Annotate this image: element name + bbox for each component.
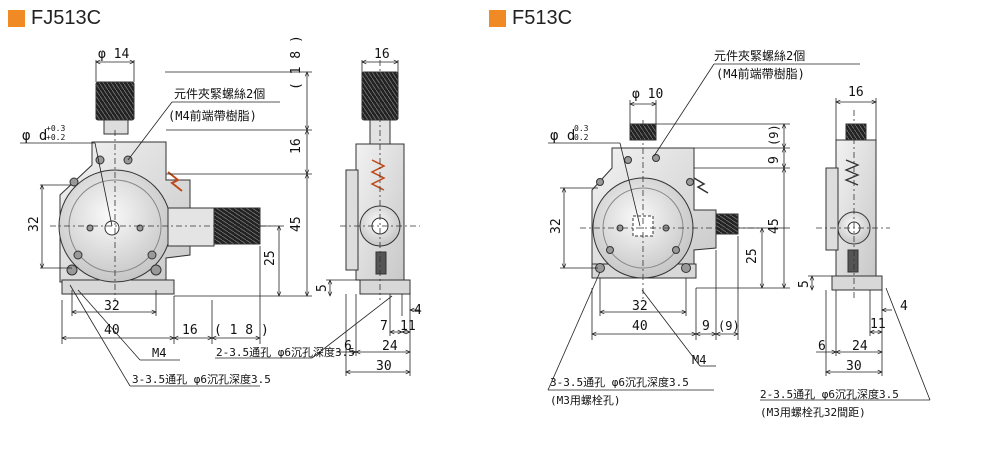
dim-32-v: 32: [27, 216, 42, 232]
dim-32-h: 32: [104, 299, 120, 314]
dim-5: 5: [797, 280, 812, 288]
dim-24: 24: [852, 339, 868, 354]
dim-45: 45: [289, 216, 304, 232]
dim-5: 5: [315, 284, 330, 292]
dim-16-top: 16: [848, 85, 864, 100]
dim-9: 9: [767, 156, 782, 164]
dim-45: 45: [767, 218, 782, 234]
dim-7: 7: [380, 319, 388, 334]
right-side-view: [825, 123, 883, 291]
dim-4: 4: [900, 299, 908, 314]
right-title-text: F513C: [512, 6, 573, 29]
dim-16-h: 16: [182, 323, 198, 338]
clamp-note: (M4前端帶樹脂): [716, 66, 805, 81]
right-centerlines: [580, 120, 760, 300]
dim-30: 30: [846, 359, 862, 374]
left-front-view: [58, 81, 261, 295]
left-labels: φ 14 φ d +0.3 +0.2 元件夾緊螺絲2個 (M4前端帶樹脂) ( …: [22, 35, 422, 386]
dim-16-top: 16: [374, 47, 390, 62]
dim-6: 6: [344, 339, 352, 354]
left-title-text: FJ513C: [31, 6, 102, 29]
dim-24: 24: [382, 339, 398, 354]
dim-40: 40: [104, 323, 120, 338]
m4-label: M4: [152, 346, 166, 360]
orange-square-icon: [489, 9, 506, 27]
right-side-centerlines: [816, 110, 890, 300]
right-title: F513C: [489, 6, 572, 30]
dim-32-h: 32: [632, 299, 648, 314]
hole-note-3: (M3用螺栓孔): [550, 393, 621, 407]
tol-down: 0.2: [574, 133, 589, 142]
tol-up: +0.3: [46, 124, 65, 133]
left-side-centerlines: [340, 60, 420, 300]
right-side-dims: [808, 98, 892, 376]
right-labels: φ 10 φ d 0.3 0.2 元件夾緊螺絲2個 (M4前端帶樹脂) (9) …: [549, 48, 908, 419]
dim-phi-d: φ d: [22, 128, 47, 144]
dim-30: 30: [376, 359, 392, 374]
dim-phi10: φ 10: [632, 87, 663, 102]
hole-spec-2: 2-3.5通孔 φ6沉孔深度3.5: [216, 345, 355, 359]
dim-18-top: ( 1 8 ): [289, 35, 304, 90]
right-dim-lines: [547, 63, 931, 401]
left-dim-lines: [20, 60, 393, 387]
clamp-label: 元件夾緊螺絲2個: [174, 86, 265, 101]
clamp-label: 元件夾緊螺絲2個: [714, 48, 805, 63]
hole-spec-3: 3-3.5通孔 φ6沉孔深度3.5: [132, 372, 271, 386]
dim-25: 25: [745, 248, 760, 264]
orange-square-icon: [8, 9, 25, 27]
hole-note-2: (M3用螺栓孔32間距): [760, 405, 866, 419]
left-centerlines: [50, 130, 270, 300]
hole-spec-3: 3-3.5通孔 φ6沉孔深度3.5: [550, 375, 689, 389]
dim-phi-d: φ d: [550, 128, 575, 144]
dim-25: 25: [263, 250, 278, 266]
left-side-dims: [326, 60, 420, 376]
tol-up: 0.3: [574, 124, 589, 133]
m4-label: M4: [692, 353, 706, 367]
left-side-view: [345, 71, 411, 295]
dim-6: 6: [818, 339, 826, 354]
hole-spec-2: 2-3.5通孔 φ6沉孔深度3.5: [760, 387, 899, 401]
tol-down: +0.2: [46, 133, 65, 142]
dim-9-hp: (9): [718, 319, 740, 333]
dim-11: 11: [870, 317, 886, 332]
clamp-note: (M4前端帶樹脂): [168, 108, 257, 123]
dim-18-h: ( 1 8 ): [214, 323, 269, 338]
dim-phi14: φ 14: [98, 47, 129, 62]
dim-32-v: 32: [549, 218, 564, 234]
dim-40: 40: [632, 319, 648, 334]
dim-4: 4: [414, 303, 422, 318]
dim-11: 11: [400, 319, 416, 334]
dim-16-v: 16: [289, 138, 304, 154]
dim-9-paren: (9): [767, 124, 781, 146]
dim-9-h: 9: [702, 319, 710, 334]
left-title: FJ513C: [8, 6, 101, 30]
